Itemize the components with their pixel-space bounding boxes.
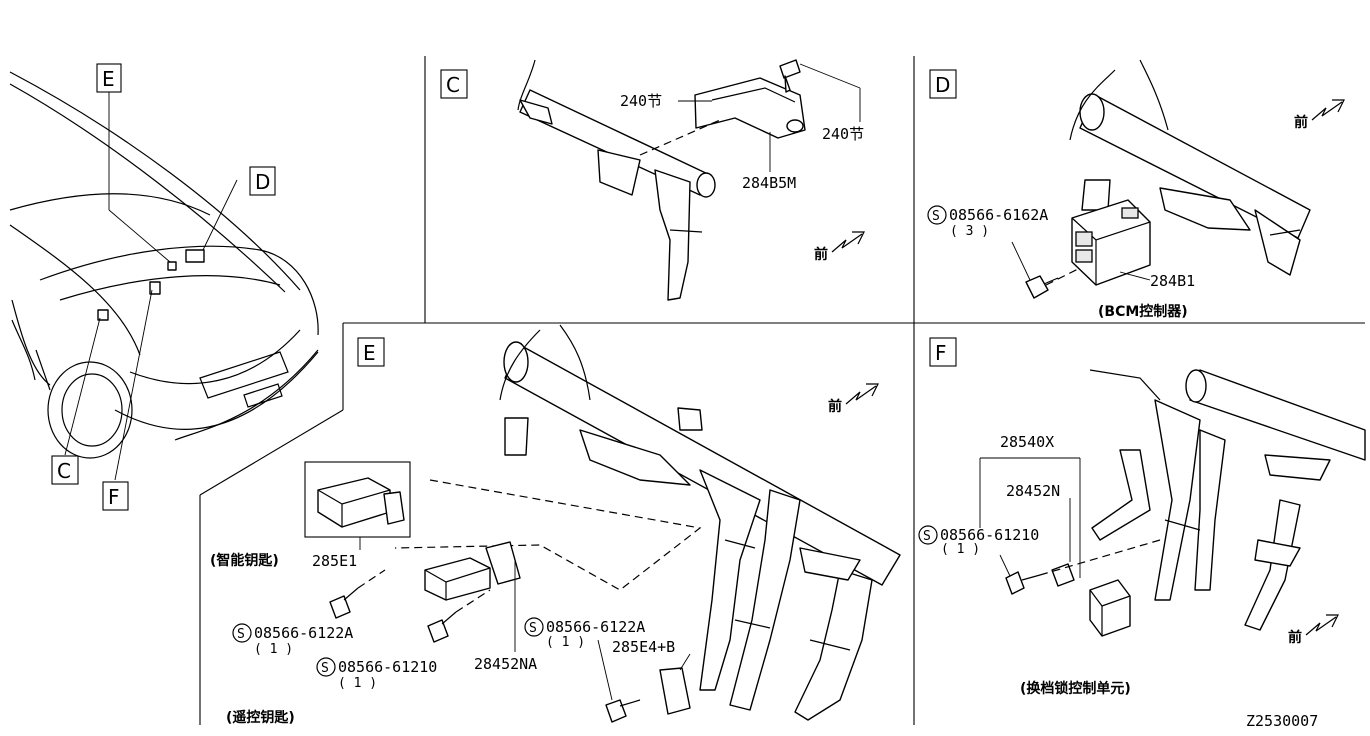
part-label-28452na: 28452NA bbox=[474, 655, 537, 673]
panel-e-letter: E bbox=[363, 341, 376, 365]
panel-c: C 240节 240节 284B5M 前 bbox=[440, 59, 865, 301]
front-arrow-f-icon bbox=[1305, 614, 1339, 636]
screw-symbol-f: S bbox=[923, 529, 931, 544]
caption-shift-lock: (换档锁控制单元) bbox=[1020, 680, 1131, 697]
screw2-qty-e: ( 1 ) bbox=[338, 676, 377, 691]
caption-bcm: (BCM控制器) bbox=[1098, 303, 1188, 320]
front-arrow-e-icon bbox=[845, 383, 879, 405]
panel-dividers bbox=[199, 56, 1365, 725]
panel-d: D S 08566-6162A ( 3 ) 284B1 (BCM控制器) 前 bbox=[927, 59, 1345, 320]
front-label-c: 前 bbox=[814, 246, 828, 263]
callout-box-f: F bbox=[102, 481, 129, 511]
screw-part-d: 08566-6162A bbox=[949, 206, 1048, 224]
part-label-28452n: 28452N bbox=[1006, 482, 1060, 500]
svg-text:F: F bbox=[108, 485, 120, 509]
screw3-part-e: 08566-6122A bbox=[546, 618, 645, 636]
panel-c-letter: C bbox=[446, 73, 460, 97]
front-label-f: 前 bbox=[1288, 629, 1302, 646]
caption-smart-key: (智能钥匙) bbox=[210, 552, 279, 569]
part-label-284b5m: 284B5M bbox=[742, 174, 796, 192]
svg-text:C: C bbox=[57, 459, 71, 483]
car-overview-illustration bbox=[9, 71, 319, 481]
screw1-part-e: 08566-6122A bbox=[254, 624, 353, 642]
part-label-284b1: 284B1 bbox=[1150, 272, 1195, 290]
part-label-285e4b: 285E4+B bbox=[612, 638, 675, 656]
screw1-qty-e: ( 1 ) bbox=[254, 642, 293, 657]
callout-box-d: D bbox=[249, 166, 276, 196]
panel-f: F 28540X 28452N S 08566-61210 ( 1 ) (换档锁 bbox=[918, 337, 1366, 697]
front-arrow-c-icon bbox=[831, 231, 865, 253]
screw1-symbol-e: S bbox=[237, 627, 245, 642]
panel-d-letter: D bbox=[935, 73, 950, 97]
screw3-qty-e: ( 1 ) bbox=[546, 635, 585, 650]
screw2-part-e: 08566-61210 bbox=[338, 658, 437, 676]
callout-box-e: E bbox=[96, 63, 122, 93]
part-label-240-2: 240节 bbox=[822, 125, 864, 143]
part-label-240-1: 240节 bbox=[620, 92, 662, 110]
svg-text:E: E bbox=[102, 67, 115, 91]
part-label-28540x: 28540X bbox=[1000, 433, 1054, 451]
screw3-symbol-e: S bbox=[529, 621, 537, 636]
caption-remote-key: (遥控钥匙) bbox=[226, 709, 295, 726]
svg-text:D: D bbox=[255, 170, 270, 194]
screw-symbol-d: S bbox=[932, 209, 940, 224]
front-arrow-d-icon bbox=[1311, 99, 1345, 121]
front-label-d: 前 bbox=[1294, 114, 1308, 131]
part-label-285e1: 285E1 bbox=[312, 552, 357, 570]
screw-qty-f: ( 1 ) bbox=[941, 542, 980, 557]
panel-f-letter: F bbox=[935, 341, 947, 365]
front-label-e: 前 bbox=[828, 398, 842, 415]
callout-box-c: C bbox=[51, 455, 79, 485]
screw-qty-d: ( 3 ) bbox=[950, 224, 989, 239]
screw-part-f: 08566-61210 bbox=[940, 526, 1039, 544]
diagram-id: Z2530007 bbox=[1246, 712, 1318, 730]
screw2-symbol-e: S bbox=[321, 661, 329, 676]
panel-e: E bbox=[210, 324, 901, 726]
